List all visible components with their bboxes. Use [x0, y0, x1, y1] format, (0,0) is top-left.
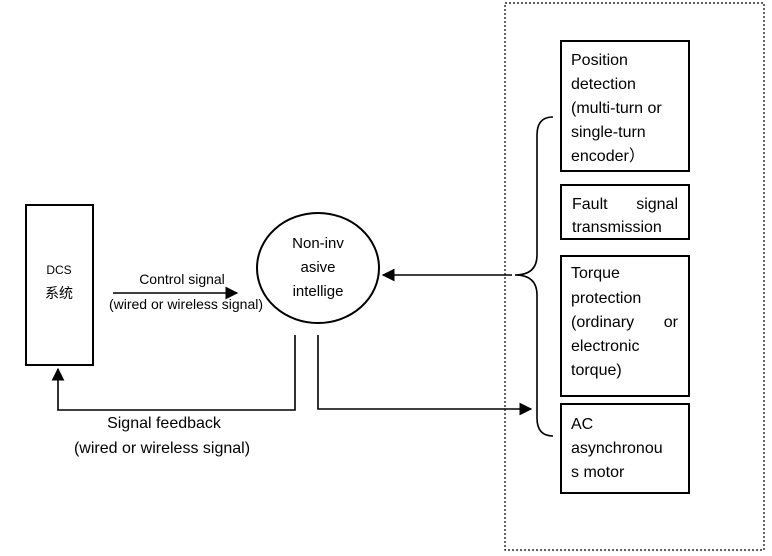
torque-protection-node: Torque protection (ordinary or electroni… — [560, 255, 690, 397]
ac-motor-line-3: s motor — [571, 464, 625, 481]
drive-arrow — [317, 335, 533, 416]
ac-motor-node: AC asynchronou s motor — [560, 403, 690, 494]
actuator-label-2: asive — [300, 259, 335, 276]
actuator-label-3: intellige — [293, 283, 344, 300]
position-detection-node: Position detection (multi-turn or single… — [560, 40, 690, 172]
signal-feedback-arrow — [51, 335, 296, 411]
torque-protection-line-3a: (ordinary — [571, 314, 634, 331]
fault-signal-node: Fault signal transmission — [560, 184, 690, 240]
component-group-frame — [504, 2, 765, 551]
position-detection-line-2: detection — [571, 76, 636, 93]
torque-protection-line-4: electronic — [571, 338, 639, 355]
position-detection-line-3: (multi-turn or — [571, 100, 662, 117]
ac-motor-line-1: AC — [571, 416, 593, 433]
dcs-label-zh: 系统 — [45, 285, 73, 301]
component-brace — [514, 116, 554, 437]
torque-protection-line-5: torque) — [571, 362, 622, 379]
control-signal-sublabel: (wired or wireless signal) — [109, 296, 263, 312]
signal-feedback-sublabel: (wired or wireless signal) — [74, 440, 250, 457]
position-detection-line-5: encoder） — [571, 147, 645, 165]
torque-protection-line-1: Torque — [571, 265, 620, 282]
position-detection-line-1: Position — [571, 52, 628, 69]
actuator-label-1: Non-inv — [292, 235, 344, 252]
dcs-system-node: DCS 系统 — [25, 204, 94, 366]
position-detection-line-4: single-turn — [571, 124, 646, 141]
fault-signal-word-2: signal — [636, 196, 678, 213]
ac-motor-line-2: asynchronou — [571, 440, 663, 457]
signal-feedback-label: Signal feedback — [107, 415, 222, 432]
dcs-label: DCS — [46, 263, 71, 277]
torque-protection-line-2: protection — [571, 290, 641, 307]
non-invasive-actuator-node: Non-inv asive intellige — [256, 212, 380, 324]
fault-signal-word-1: Fault — [572, 196, 608, 213]
control-signal-label: Control signal — [139, 271, 225, 287]
fault-signal-line-2: transmission — [572, 219, 662, 236]
torque-protection-line-3b: or — [664, 314, 679, 331]
